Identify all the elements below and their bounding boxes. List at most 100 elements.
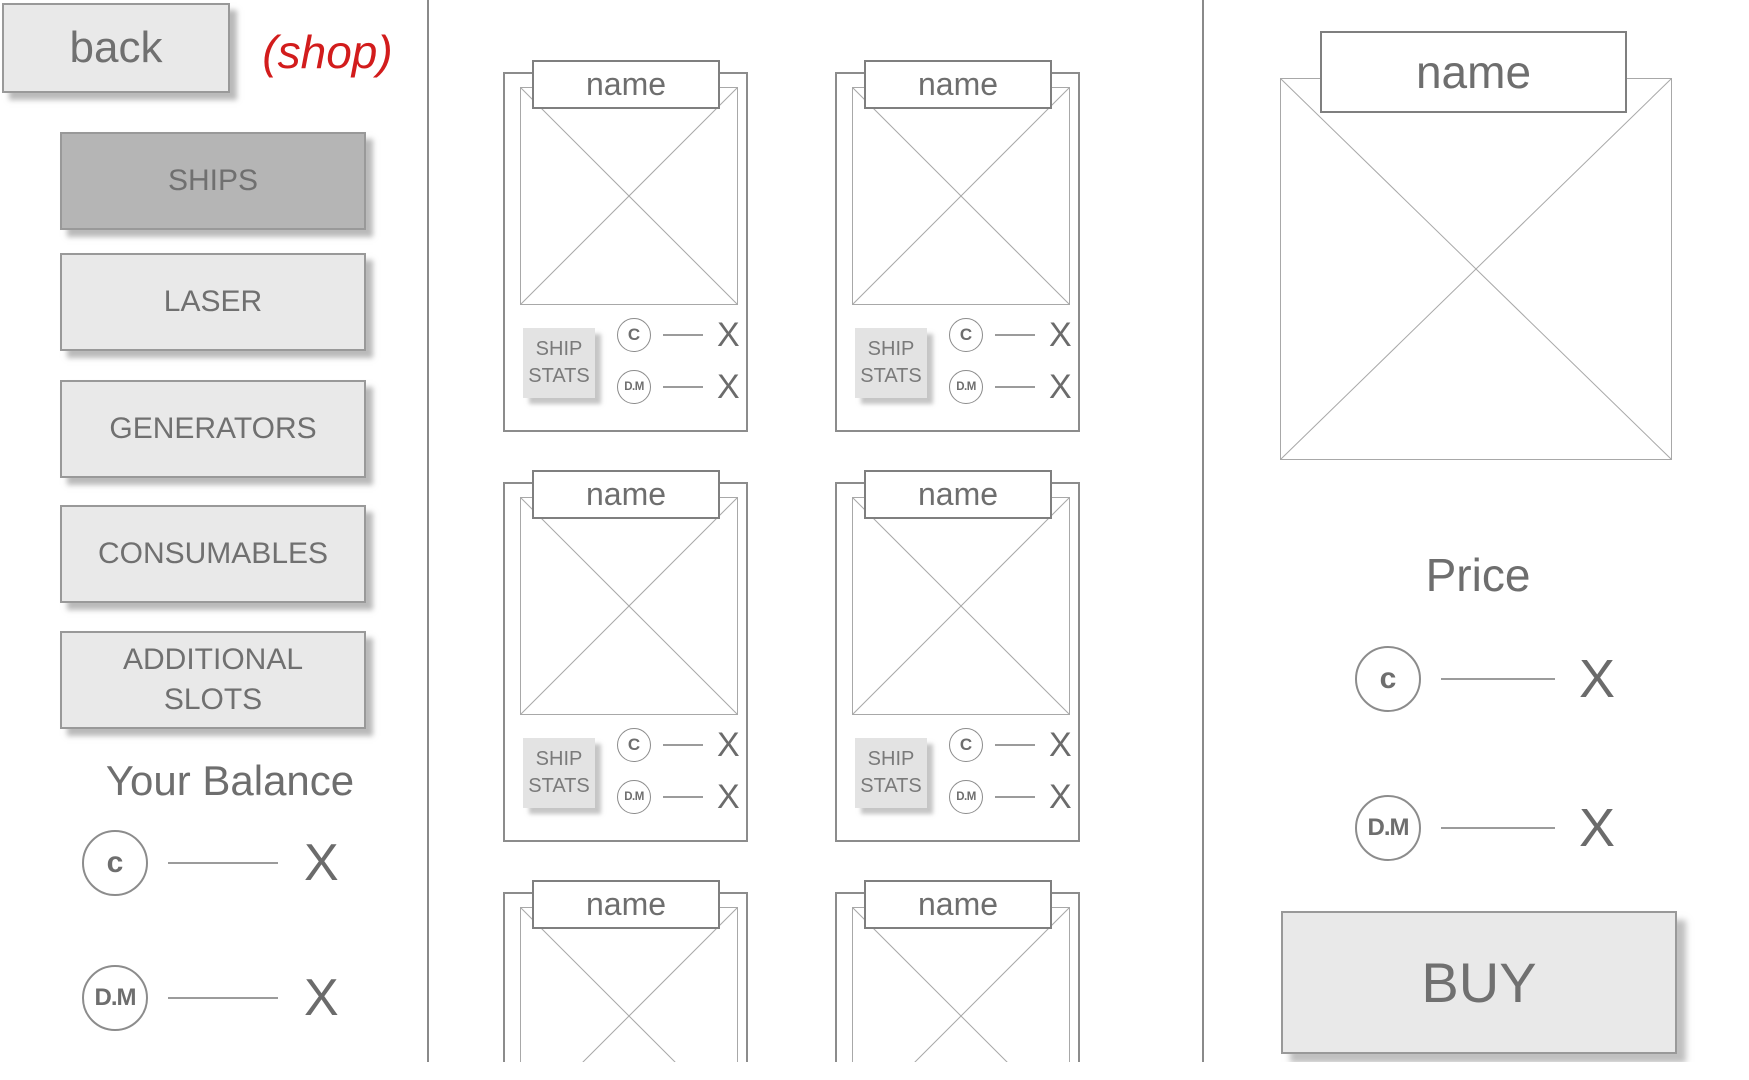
item-price-amount: X [717, 725, 740, 764]
item-image-placeholder [852, 907, 1070, 1062]
item-image-placeholder [852, 87, 1070, 305]
item-price-row-dark-matter: D.M X [617, 364, 740, 410]
item-price-row-dark-matter: D.M X [949, 774, 1072, 820]
value-connector-line [168, 862, 278, 864]
ship-stats-button[interactable]: SHIP STATS [523, 328, 595, 398]
buy-button-label: BUY [1421, 951, 1537, 1014]
item-image-placeholder [520, 907, 738, 1062]
value-connector-line [995, 744, 1035, 746]
value-connector-line [663, 386, 703, 388]
currency-c-icon: C [617, 728, 651, 762]
sidebar-item-ships[interactable]: SHIPS [60, 132, 366, 230]
section-divider-left [427, 0, 429, 1062]
price-row-dark-matter: D.M X [1355, 795, 1615, 861]
value-connector-line [663, 744, 703, 746]
placeholder-cross-icon [521, 498, 737, 714]
shop-page-label: (shop) [262, 26, 393, 78]
currency-dm-icon: D.M [1355, 795, 1421, 861]
item-image-placeholder [852, 497, 1070, 715]
currency-dm-icon: D.M [949, 370, 983, 404]
ship-stats-button[interactable]: SHIP STATS [523, 738, 595, 808]
sidebar-item-label: SHIPS [167, 163, 259, 197]
currency-dm-icon: D.M [949, 780, 983, 814]
item-name: name [864, 470, 1052, 519]
buy-button[interactable]: BUY [1281, 911, 1677, 1054]
item-card[interactable]: name SHIP STATS C X D.M X [835, 470, 1080, 842]
item-price-amount: X [1049, 725, 1072, 764]
item-name: name [532, 60, 720, 109]
sidebar-item-consumables[interactable]: CONSUMABLES [60, 505, 366, 603]
value-connector-line [1441, 678, 1555, 680]
item-grid: name SHIP STATS C X D.M X name SHIP STA [503, 60, 1080, 1062]
item-name: name [532, 470, 720, 519]
detail-item-name: name [1320, 31, 1627, 113]
price-row-credits: c X [1355, 646, 1615, 712]
placeholder-cross-icon [1281, 79, 1671, 459]
currency-c-icon: c [1355, 646, 1421, 712]
section-divider-right [1202, 0, 1204, 1062]
item-price-row-dark-matter: D.M X [617, 774, 740, 820]
currency-c-icon: C [949, 318, 983, 352]
placeholder-cross-icon [521, 88, 737, 304]
item-card[interactable]: name SHIP STATS C X D.M X [835, 880, 1080, 1062]
sidebar-item-additional-slots[interactable]: ADDITIONAL SLOTS [60, 631, 366, 729]
item-name: name [864, 880, 1052, 929]
sidebar-item-label: CONSUMABLES [97, 536, 329, 570]
ship-stats-button[interactable]: SHIP STATS [855, 738, 927, 808]
item-image-placeholder [520, 87, 738, 305]
item-price-amount: X [1049, 315, 1072, 354]
balance-row-dark-matter: D.M X [82, 965, 339, 1031]
sidebar-item-laser[interactable]: LASER [60, 253, 366, 351]
currency-dm-icon: D.M [617, 780, 651, 814]
item-price-amount: X [717, 777, 740, 816]
currency-dm-icon: D.M [617, 370, 651, 404]
currency-c-icon: C [949, 728, 983, 762]
item-price-amount: X [717, 367, 740, 406]
item-price-row-credits: C X [949, 722, 1072, 768]
value-connector-line [663, 334, 703, 336]
placeholder-cross-icon [521, 908, 737, 1062]
back-button[interactable]: back [2, 3, 230, 93]
placeholder-cross-icon [853, 498, 1069, 714]
detail-image-placeholder [1280, 78, 1672, 460]
balance-amount: X [304, 969, 339, 1027]
item-price-row-dark-matter: D.M X [949, 364, 1072, 410]
balance-row-credits: c X [82, 830, 339, 896]
value-connector-line [168, 997, 278, 999]
balance-amount: X [304, 834, 339, 892]
value-connector-line [1441, 827, 1555, 829]
sidebar-item-label: GENERATORS [109, 411, 317, 445]
sidebar-item-label: ADDITIONAL SLOTS [122, 642, 304, 717]
item-name: name [864, 60, 1052, 109]
item-price-amount: X [1049, 367, 1072, 406]
placeholder-cross-icon [853, 908, 1069, 1062]
item-name: name [532, 880, 720, 929]
value-connector-line [995, 386, 1035, 388]
item-card[interactable]: name SHIP STATS C X D.M X [503, 880, 748, 1062]
balance-title: Your Balance [105, 757, 355, 804]
item-price-amount: X [717, 315, 740, 354]
placeholder-cross-icon [853, 88, 1069, 304]
price-amount: X [1579, 649, 1616, 709]
item-price-amount: X [1049, 777, 1072, 816]
item-price-row-credits: C X [949, 312, 1072, 358]
item-image-placeholder [520, 497, 738, 715]
currency-dm-icon: D.M [82, 965, 148, 1031]
value-connector-line [995, 796, 1035, 798]
ship-stats-button[interactable]: SHIP STATS [855, 328, 927, 398]
currency-c-icon: c [82, 830, 148, 896]
item-card[interactable]: name SHIP STATS C X D.M X [835, 60, 1080, 432]
currency-c-icon: C [617, 318, 651, 352]
price-amount: X [1579, 798, 1616, 858]
item-card[interactable]: name SHIP STATS C X D.M X [503, 60, 748, 432]
item-price-row-credits: C X [617, 312, 740, 358]
sidebar-item-generators[interactable]: GENERATORS [60, 380, 366, 478]
sidebar-item-label: LASER [163, 284, 263, 318]
value-connector-line [663, 796, 703, 798]
price-title: Price [1425, 549, 1531, 601]
item-price-row-credits: C X [617, 722, 740, 768]
value-connector-line [995, 334, 1035, 336]
item-card[interactable]: name SHIP STATS C X D.M X [503, 470, 748, 842]
